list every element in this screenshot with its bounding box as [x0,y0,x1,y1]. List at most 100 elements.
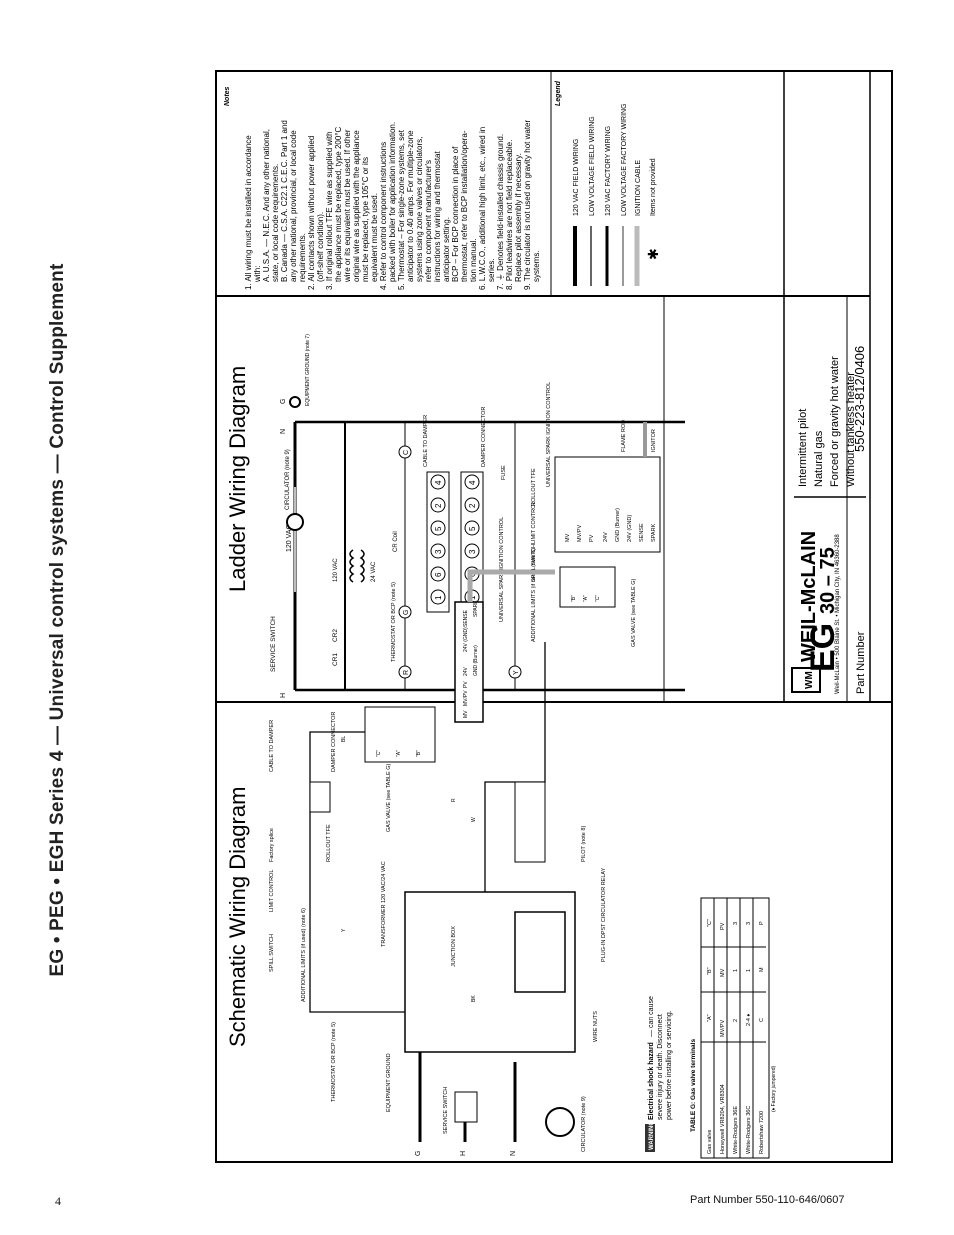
svg-text:3: 3 [468,549,477,554]
svg-text:6. L.W.C.O., additional high l: 6. L.W.C.O., additional high limit, etc.… [478,127,487,290]
svg-text:"A": "A" [707,1014,713,1022]
svg-text:"B": "B" [571,595,577,602]
ladder-g-label: G [280,399,287,404]
ladder-c-label: C [403,450,410,455]
ladder-spill-switch: SPILL SWITCH [531,544,537,582]
brand-block: WM WEIL-McLAIN Weil-McLain • 500 Blaine … [791,296,867,702]
svg-text:4. Refer to control component: 4. Refer to control component instructio… [379,142,388,290]
schematic-factory-splice: Factory splice [269,828,275,862]
svg-text:1: 1 [746,969,752,972]
svg-text:tion manual.: tion manual. [469,238,478,282]
svg-text:Robertshaw 7200: Robertshaw 7200 [759,1111,765,1154]
svg-text:G: G [415,1151,422,1156]
schematic-service-switch-label: SERVICE SWITCH [443,1087,449,1134]
ladder-r-label: R [403,670,410,675]
brand-address: Weil-McLain • 500 Blaine St. • Michigan … [835,534,841,694]
svg-text:2: 2 [733,1019,739,1022]
svg-text:instructions for wiring and th: instructions for wiring and thermostat [433,151,442,283]
schematic-diagram: Schematic Wiring Diagram G H N SERVICE S… [225,517,777,1159]
svg-text:P: P [759,921,765,925]
svg-text:equivalent must be used.: equivalent must be used. [370,193,379,282]
ladder-cr2-label: CR2 [332,629,339,642]
ladder-cr1-label: CR1 [332,653,339,666]
svg-text:8. Pilot leadwires are not fie: 8. Pilot leadwires are not field replace… [505,140,514,290]
schematic-equipment-ground: EQUIPMENT GROUND [386,1053,392,1112]
svg-text:1: 1 [434,595,443,600]
model-block: EG 30 – 75 Intermittent pilot Natural ga… [794,356,866,672]
schematic-pilot [514,781,546,863]
svg-text:PV: PV [463,681,469,688]
warning-badge-bg [645,1124,655,1152]
ladder-y-terminal [508,665,522,679]
schematic-damper-plug [309,781,331,813]
brand-logo-icon [791,667,821,693]
svg-text:anticipator setting.: anticipator setting. [442,217,451,282]
ladder-circulator-symbol [286,513,304,531]
schematic-thermostat: THERMOSTAT OR BCP (note 5) [331,1022,337,1102]
ladder-g-terminal-label: G [403,610,410,615]
svg-text:7. ⏚ Denotes field-installed c: 7. ⏚ Denotes field-installed chassis gro… [496,134,505,290]
ladder-transformer-120: 120 VAC [333,558,339,582]
svg-text:MV/PV: MV/PV [463,690,469,706]
legend-item-4: LOW VOLTAGE FACTORY WIRING [621,103,628,216]
svg-text:2-4 ♦: 2-4 ♦ [746,1014,752,1026]
table-g: Gas valve "A" "B" "C" Honeywell VR8204, … [700,897,777,1159]
schematic-additional-limits: ADDITIONAL LIMITS (if used) (note 6) [301,908,307,1002]
svg-text:3: 3 [746,922,752,925]
ladder-gas-valve-box [559,566,616,608]
warning-bold: Electrical shock hazard [648,1042,655,1120]
schematic-spill-switch: SPILL SWITCH [269,934,275,972]
svg-text:3. If original rollout TFE wir: 3. If original rollout TFE wire as suppl… [325,131,334,290]
model-range: 30 – 75 [817,547,839,614]
svg-text:3: 3 [434,549,443,554]
svg-text:requirements.: requirements. [298,233,307,282]
svg-text:MV: MV [565,533,571,542]
ladder-universal-control-label: UNIVERSAL SPARK IGNITION CONTROL [546,382,552,487]
ladder-cable-to-damper: CABLE TO DAMPER [423,415,429,467]
svg-text:MV/PV: MV/PV [577,525,583,542]
side-title: EG • PEG • EGH Series 4 — Universal cont… [28,70,88,1170]
svg-text:"A": "A" [396,750,402,757]
schematic-rollout-tfe: ROLLOUT TFE [326,824,332,862]
svg-text:series.: series. [487,258,496,282]
ladder-spark-control-box [554,456,661,553]
ladder-flame-rod: FLAME ROD [621,420,627,452]
svg-text:PV: PV [589,534,595,542]
svg-text:thermostat, refer to BCP insta: thermostat, refer to BCP installation/op… [460,130,469,282]
warning-text-1: — can cause [648,996,655,1037]
svg-text:"A": "A" [583,595,589,602]
svg-text:Y: Y [341,928,347,932]
svg-text:(off-shelf condition).: (off-shelf condition). [316,212,325,282]
schematic-damper-connector: DAMPER CONNECTOR [331,712,337,772]
svg-text:MV/PV: MV/PV [720,1020,726,1037]
schematic-relay-label: PLUG-IN DPST CIRCULATOR RELAY [601,867,607,962]
svg-text:GND (Burner): GND (Burner) [473,645,479,676]
table-g-title: TABLE G: Gas valve terminals [690,1039,697,1132]
svg-text:4: 4 [434,480,443,485]
ladder-cr-coil-label: CR Coil [393,531,399,552]
svg-text:5: 5 [434,526,443,531]
schematic-pilot-label: PILOT (note 8) [581,826,587,862]
model-feature-3: Forced or gravity hot water [829,356,841,487]
ladder-equipment-ground: EQUIPMENT GROUND (note 7) [305,334,311,406]
legend-item-2: LOW VOLTAGE FIELD WIRING [589,116,596,216]
ladder-service-switch-label: SERVICE SWITCH [270,616,277,672]
legend-item-6: Items not provided [650,158,657,216]
schematic-gas-valve [364,706,436,763]
svg-text:R: R [451,798,457,802]
ladder-damper-connector: DAMPER CONNECTOR [481,407,487,467]
legend-item-5: IGNITION CABLE [635,160,642,216]
schematic-limit-control: LIMIT CONTROL [269,870,275,912]
schematic-gas-valve-label: GAS VALVE (see TABLE G) [386,763,392,832]
svg-text:PV: PV [720,922,726,930]
svg-text:4: 4 [468,480,477,485]
model-feature-2: Natural gas [813,430,825,487]
svg-text:BCP – For BCP connection in pl: BCP – For BCP connection in place of [451,146,460,282]
schematic-relay [514,911,566,993]
svg-text:2. All contacts shown without: 2. All contacts shown without power appl… [307,136,316,290]
ladder-ignitor: IGNITOR [651,429,657,452]
svg-text:with:: with: [253,266,262,283]
schematic-junction-box-label: JUNCTION BOX [451,926,457,967]
legend-item-1: 120 VAC FIELD WIRING [573,139,580,216]
ladder-c-terminal [398,445,412,459]
